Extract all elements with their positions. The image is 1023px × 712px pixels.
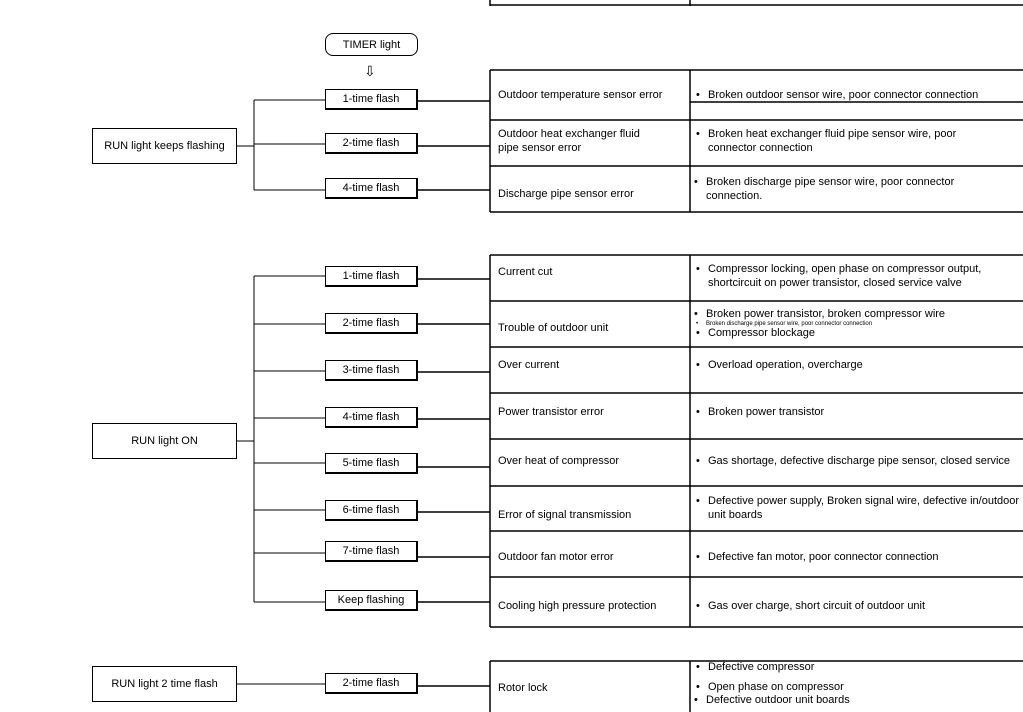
cause-item: Defective power supply, Broken signal wi…: [696, 494, 1019, 522]
cause-item: Broken power transistor, broken compress…: [694, 307, 1014, 321]
error-cell: Error of signal transmission: [490, 507, 690, 523]
cause-cell: Overload operation, overcharge: [690, 357, 990, 373]
flash-label: 5-time flash: [325, 453, 418, 474]
cause-cell: Defective fan motor, poor connector conn…: [690, 549, 990, 565]
cause-cell: Gas over charge, short circuit of outdoo…: [690, 598, 990, 614]
error-name: Over current: [498, 359, 560, 371]
cause-cell: Compressor locking, open phase on compre…: [690, 261, 990, 291]
timer-light-label: TIMER light: [325, 33, 418, 56]
cause-item: Defective fan motor, poor connector conn…: [696, 550, 986, 564]
cause-item: Compressor locking, open phase on compre…: [696, 262, 986, 290]
error-name: Discharge pipe sensor error: [498, 188, 634, 200]
cause-item: Overload operation, overcharge: [696, 358, 986, 372]
flash-label: 1-time flash: [325, 266, 418, 287]
cause-item: Broken discharge pipe sensor wire, poor …: [696, 321, 1014, 328]
flash-label: 2-time flash: [325, 673, 418, 694]
error-cell: Current cut: [490, 264, 690, 280]
error-cell: Cooling high pressure protection: [490, 598, 690, 614]
cause-cell: Gas shortage, defective discharge pipe s…: [690, 453, 1023, 469]
cause-item: Compressor blockage: [696, 328, 1014, 340]
flash-label: 4-time flash: [325, 178, 418, 199]
cause-cell: Broken heat exchanger fluid pipe sensor …: [690, 126, 970, 156]
error-cell: Outdoor fan motor error: [490, 549, 690, 565]
cause-cell: Defective power supply, Broken signal wi…: [690, 493, 1023, 523]
flash-label: 2-time flash: [325, 133, 418, 154]
error-name: Power transistor error: [498, 406, 604, 418]
flash-label: Keep flashing: [325, 590, 418, 611]
cause-item: Broken power transistor: [696, 405, 986, 419]
error-cell: Power transistor error: [490, 404, 690, 420]
error-cell: Outdoor temperature sensor error: [490, 86, 690, 104]
error-cell: Rotor lock: [490, 680, 690, 696]
error-name: Current cut: [498, 266, 553, 278]
flash-label: 4-time flash: [325, 407, 418, 428]
table-rule: [489, 254, 1023, 628]
cause-item: Open phase on compressor: [696, 681, 984, 694]
error-name: Error of signal transmission: [498, 509, 632, 521]
error-name: Outdoor heat exchanger fluid pipe sensor…: [498, 128, 640, 154]
run-light-2-time-flash: RUN light 2 time flash: [92, 666, 237, 702]
cause-cell: Broken power transistor: [690, 404, 990, 420]
flash-label: 7-time flash: [325, 541, 418, 562]
error-name: Outdoor fan motor error: [498, 551, 614, 563]
flash-label: 3-time flash: [325, 360, 418, 381]
table-rule: [489, 69, 1023, 213]
cause-cell: Broken discharge pipe sensor wire, poor …: [688, 174, 968, 204]
cause-cell: Broken power transistor, broken compress…: [688, 307, 1018, 347]
cause-item: Broken outdoor sensor wire, poor connect…: [696, 88, 1019, 102]
cause-cell: Defective compressor Open phase on compr…: [688, 661, 988, 712]
cause-item: Gas shortage, defective discharge pipe s…: [696, 454, 1019, 468]
run-light-on: RUN light ON: [92, 423, 237, 459]
error-cell: Outdoor heat exchanger fluid pipe sensor…: [490, 126, 650, 156]
cause-item: Defective outdoor unit boards: [694, 694, 984, 707]
error-cell: Trouble of outdoor unit: [490, 320, 690, 336]
error-cell: Over current: [490, 357, 690, 373]
error-name: Outdoor temperature sensor error: [498, 89, 663, 101]
error-name: Trouble of outdoor unit: [498, 322, 609, 334]
cause-item: Gas over charge, short circuit of outdoo…: [696, 599, 986, 613]
cause-item: Broken heat exchanger fluid pipe sensor …: [696, 127, 966, 155]
run-light-keeps-flashing: RUN light keeps flashing: [92, 128, 237, 164]
cause-item: Broken discharge pipe sensor wire, poor …: [694, 175, 964, 203]
flash-label: 1-time flash: [325, 89, 418, 110]
error-cell: Discharge pipe sensor error: [490, 186, 690, 202]
error-name: Over heat of compressor: [498, 455, 620, 467]
flash-label: 6-time flash: [325, 500, 418, 521]
error-name: Cooling high pressure protection: [498, 600, 657, 612]
error-name: Rotor lock: [498, 682, 548, 694]
error-cell: Over heat of compressor: [490, 453, 690, 469]
flash-label: 2-time flash: [325, 313, 418, 334]
cause-item: Defective compressor: [696, 661, 984, 674]
cause-cell: Broken outdoor sensor wire, poor connect…: [690, 86, 1023, 104]
arrow-down-icon: ⇩: [364, 63, 376, 79]
